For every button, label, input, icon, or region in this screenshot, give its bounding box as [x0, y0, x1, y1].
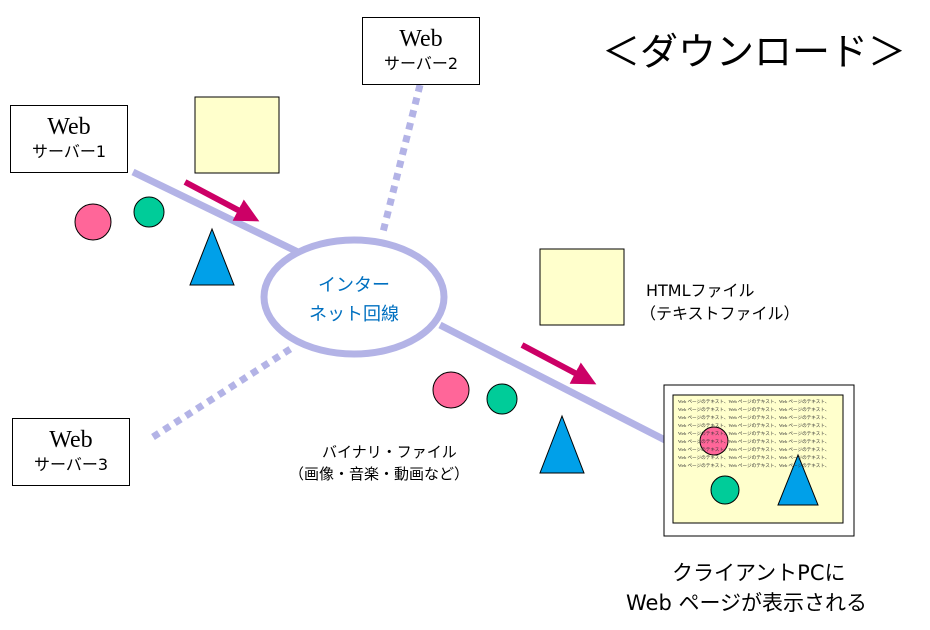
page-circle-pink — [699, 426, 729, 456]
web-server-2-label: Web — [399, 26, 443, 52]
web-server-3-sublabel: サーバー3 — [33, 455, 109, 474]
page-triangle — [777, 453, 819, 506]
internet-label-line1: インター — [318, 275, 390, 296]
download-arrow-2 — [520, 342, 597, 385]
binary-circle-pink-2 — [432, 371, 470, 409]
web-server-1-sublabel: サーバー1 — [31, 142, 107, 161]
binary-circle-pink-1 — [74, 203, 112, 241]
web-server-1: Web サーバー1 — [10, 105, 128, 173]
binary-circle-green-1 — [133, 196, 165, 228]
download-arrow-1 — [183, 179, 260, 222]
html-document-icon-2 — [539, 248, 625, 326]
internet-label-line2: ネット回線 — [309, 304, 399, 325]
binary-file-sublabel: （画像・音楽・動画など） — [289, 465, 470, 483]
internet-ellipse — [260, 236, 448, 358]
line-internet-client — [438, 321, 667, 444]
page-title: ＜ダウンロード＞ — [602, 30, 907, 74]
web-server-3-label: Web — [49, 427, 93, 453]
binary-triangle-2 — [539, 414, 585, 474]
html-file-sublabel: （テキストファイル） — [640, 304, 800, 323]
client-caption-line2: Web ページが表示される — [626, 591, 868, 615]
html-file-label: HTMLファイル — [646, 281, 755, 300]
page-circle-green — [710, 475, 740, 505]
web-server-2: Web サーバー2 — [362, 17, 480, 85]
line-server3-internet — [151, 343, 297, 440]
html-document-icon-1 — [194, 96, 280, 174]
web-server-1-label: Web — [47, 114, 91, 140]
client-caption-line1: クライアントPCに — [672, 561, 846, 585]
binary-circle-green-2 — [486, 383, 518, 415]
line-server2-internet — [379, 84, 424, 233]
web-server-3: Web サーバー3 — [12, 418, 130, 486]
line-server1-internet — [131, 168, 302, 257]
web-server-2-sublabel: サーバー2 — [383, 54, 459, 73]
binary-file-label: バイナリ・ファイル — [322, 443, 457, 461]
client-page-text: Web ページのテキスト、Web ページのテキスト、Web ページのテキスト、W… — [678, 399, 830, 468]
binary-triangle-1 — [189, 227, 235, 286]
